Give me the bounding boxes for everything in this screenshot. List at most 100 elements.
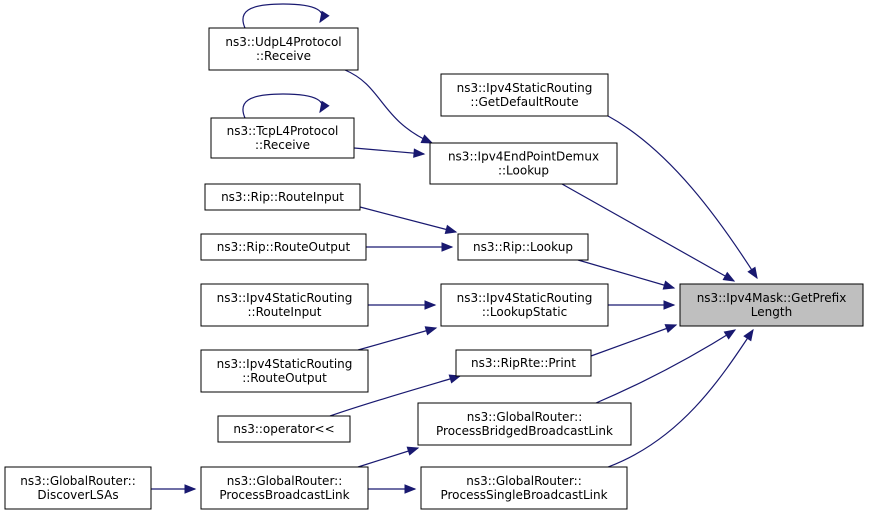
node-label-line: ns3::RipRte::Print [471,356,576,370]
node-label-line: ns3::TcpL4Protocol [227,124,339,138]
node-operator-ll[interactable]: ns3::operator<< [217,415,351,443]
node-label-line: ::RouteInput [248,305,322,319]
node-label-line: ns3::Ipv4StaticRouting [217,291,353,305]
node-static-routeoutput[interactable]: ns3::Ipv4StaticRouting::RouteOutput [200,349,369,393]
arrow-head-icon [723,329,737,340]
edge-line [561,183,735,282]
node-box [457,233,589,261]
arrow-head-icon [662,280,676,290]
node-label-line: ns3::Rip::RouteInput [221,190,344,204]
node-box [4,466,152,510]
nodes: ns3::UdpL4Protocol::Receivens3::TcpL4Pro… [4,27,864,510]
node-label-line: ::Receive [256,49,311,63]
arrow-head-icon [420,134,434,144]
arrow-head-icon [404,484,417,494]
node-label-line: Length [751,305,792,319]
node-tcp-receive[interactable]: ns3::TcpL4Protocol::Receive [210,117,355,159]
node-label-line: ::RouteOutput [242,371,327,385]
edge-tcp_receive-to-tcp_receive [242,93,330,119]
node-box [200,233,367,261]
node-static-routeinput[interactable]: ns3::Ipv4StaticRouting::RouteInput [200,283,369,327]
edge-rip_routeoutput-to-rip_lookup [366,242,454,252]
edge-line [359,206,457,233]
node-box [210,117,355,159]
node-endpoint-lookup[interactable]: ns3::Ipv4EndPointDemux::Lookup [429,142,618,185]
arrow-head-icon [413,148,426,158]
edge-rip_routeinput-to-rip_lookup [359,206,458,234]
node-label-line: ns3::Ipv4StaticRouting [457,291,593,305]
edge-udp_receive-to-udp_receive [242,3,330,29]
node-box [440,73,609,117]
arrow-head-icon [722,271,736,282]
edge-gr_broadcast-to-gr_bridged [357,446,420,468]
node-label-line: ns3::Ipv4StaticRouting [217,357,353,371]
node-box [217,415,351,443]
edge-line [242,3,323,29]
arrow-head-icon [319,10,330,24]
node-label-line: ns3::Ipv4StaticRouting [457,81,593,95]
node-static-lookupstatic[interactable]: ns3::Ipv4StaticRouting::LookupStatic [440,283,609,327]
node-box [417,402,632,446]
edge-rip_lookup-to-mask_getprefix [577,259,676,290]
node-box [204,183,361,211]
node-box [208,27,359,71]
node-riprte-print[interactable]: ns3::RipRte::Print [455,349,592,377]
edges [151,3,758,494]
edge-line [607,115,758,279]
node-label-line: DiscoverLSAs [37,488,118,502]
node-label-line: ns3::UdpL4Protocol [225,35,341,49]
node-gr-bridged[interactable]: ns3::GlobalRouter::ProcessBridgedBroadca… [417,402,632,446]
node-label-line: ns3::GlobalRouter:: [466,474,582,488]
arrow-head-icon [448,374,462,384]
node-label-line: ::Receive [255,138,310,152]
edge-tcp_receive-to-endpoint_lookup [353,147,426,158]
node-label-line: ns3::Rip::Lookup [473,240,573,254]
edge-line [595,329,736,404]
arrow-head-icon [664,324,678,334]
edge-line [357,327,437,351]
node-label-line: ::LookupStatic [482,305,567,319]
arrow-head-icon [319,100,330,114]
edge-static_lookupstatic-to-mask_getprefix [608,300,676,310]
edge-gr_discover-to-gr_broadcast [151,484,197,494]
node-label-line: ProcessBridgedBroadcastLink [436,424,613,438]
node-gr-discover[interactable]: ns3::GlobalRouter::DiscoverLSAs [4,466,152,510]
node-udp-receive[interactable]: ns3::UdpL4Protocol::Receive [208,27,359,71]
node-box [679,283,864,327]
node-label-line: ::Lookup [498,164,549,178]
edge-line [353,147,425,155]
edge-line [242,93,323,119]
node-gr-broadcast[interactable]: ns3::GlobalRouter::ProcessBroadcastLink [200,466,369,510]
edge-line [329,375,461,417]
edge-line [577,259,675,289]
node-label-line: ns3::Rip::RouteOutput [217,240,351,254]
node-label-line: ns3::GlobalRouter:: [467,410,583,424]
node-gr-single[interactable]: ns3::GlobalRouter::ProcessSingleBroadcas… [420,466,628,510]
edge-line [344,69,433,144]
node-box [200,466,369,510]
node-static-getdefault[interactable]: ns3::Ipv4StaticRouting::GetDefaultRoute [440,73,609,117]
arrow-head-icon [743,328,754,342]
node-rip-lookup[interactable]: ns3::Rip::Lookup [457,233,589,261]
node-rip-routeoutput[interactable]: ns3::Rip::RouteOutput [200,233,367,261]
edge-udp_receive-to-endpoint_lookup [344,69,434,144]
edge-gr_broadcast-to-gr_single [368,484,417,494]
node-rip-routeinput[interactable]: ns3::Rip::RouteInput [204,183,361,211]
arrow-head-icon [424,326,438,336]
arrow-head-icon [663,300,676,310]
arrow-head-icon [184,484,197,494]
arrow-head-icon [747,266,758,280]
edge-line [590,324,677,357]
node-label-line: ns3::Ipv4EndPointDemux [448,150,599,164]
node-label-line: ns3::GlobalRouter:: [20,474,136,488]
node-label-line: ns3::operator<< [233,422,334,436]
node-label-line: ns3::GlobalRouter:: [227,474,343,488]
arrow-head-icon [441,242,454,252]
edge-static_routeoutput-to-static_lookupstatic [357,326,438,351]
edge-static_getdefault-to-mask_getprefix [607,115,758,280]
node-label-line: ProcessBroadcastLink [219,488,349,502]
edge-riprte_print-to-mask_getprefix [590,324,678,357]
node-label-line: ProcessSingleBroadcastLink [440,488,607,502]
